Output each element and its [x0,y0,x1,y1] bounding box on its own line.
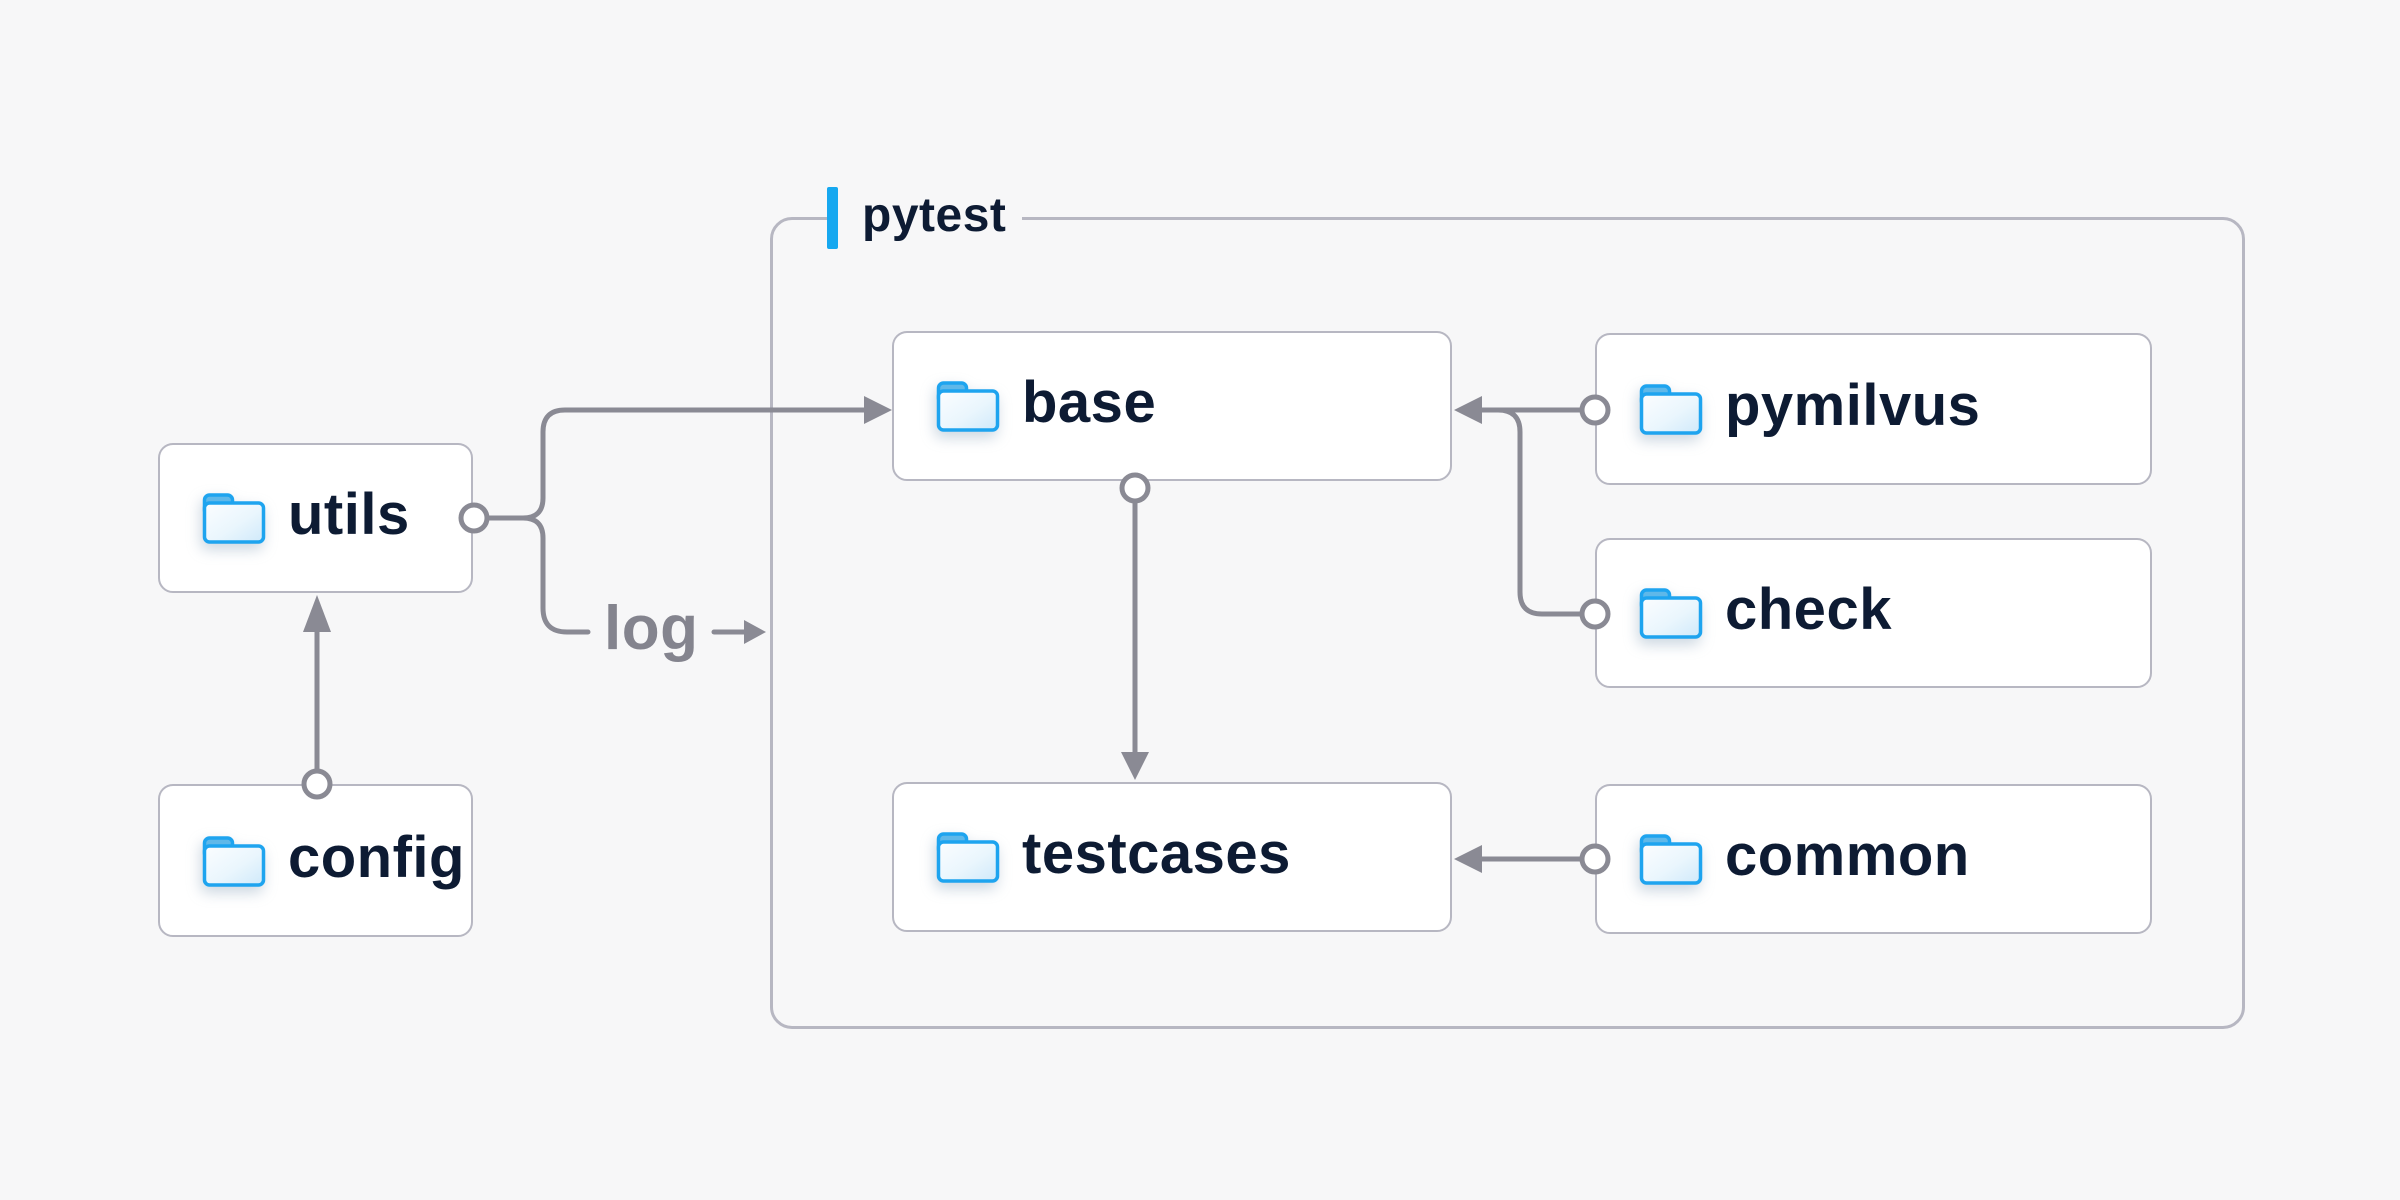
folder-icon [1639,384,1703,435]
accent-bar-icon [827,187,838,249]
node-common-label: common [1725,823,1970,888]
node-pymilvus-label: pymilvus [1725,373,1981,438]
node-base: base [892,331,1452,481]
folder-icon [1639,588,1703,639]
arrowhead-log [744,620,766,644]
edge-label-log: log [604,593,699,663]
folder-icon [936,832,1000,883]
node-common: common [1595,784,2152,934]
node-testcases: testcases [892,782,1452,932]
node-config-label: config [288,824,465,890]
folder-icon [202,835,266,887]
node-base-label: base [1022,370,1157,435]
group-title: pytest [862,189,1007,242]
arrowhead-into-utils [303,595,331,632]
pytest-group-container: pytest [770,187,2245,1029]
folder-icon [202,493,266,544]
node-check: check [1595,538,2152,688]
edge-utils-log [520,515,591,635]
folder-icon [936,381,1000,432]
folder-icon [1639,834,1703,885]
node-pymilvus: pymilvus [1595,333,2152,485]
node-testcases-label: testcases [1022,821,1291,886]
node-config: config [158,784,473,937]
node-utils-label: utils [288,482,410,547]
node-check-label: check [1725,577,1892,642]
node-utils: utils [158,443,473,593]
group-label: pytest [827,187,1023,249]
